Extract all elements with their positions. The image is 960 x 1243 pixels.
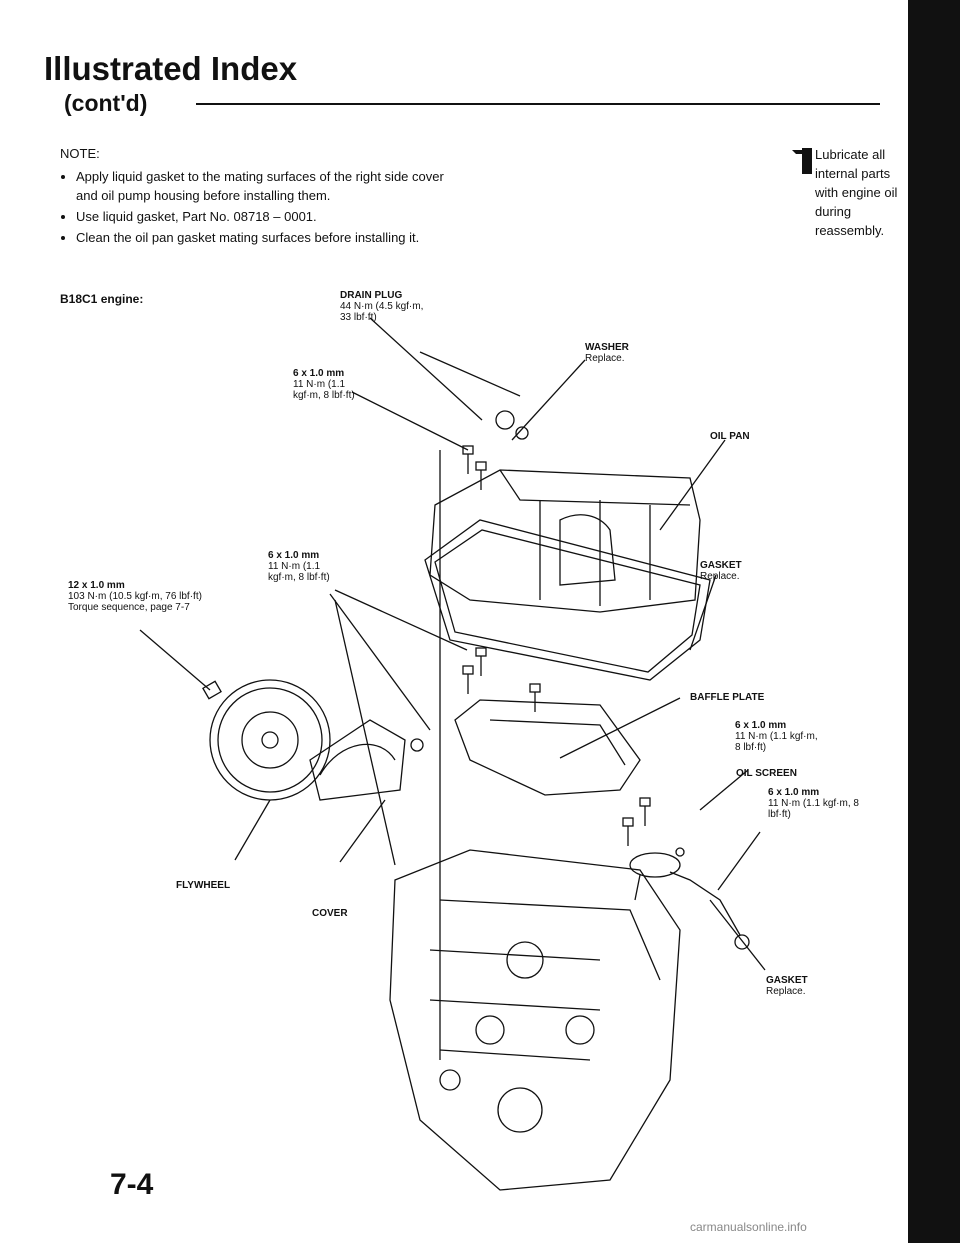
header-rule [196, 103, 880, 105]
page-subtitle: (cont'd) [64, 90, 148, 116]
note-list: Apply liquid gasket to the mating surfac… [60, 167, 460, 247]
page-number: 7-4 [110, 1168, 154, 1201]
label-oil-pan: OIL PAN [710, 431, 750, 442]
label-gasket-screen: GASKET Replace. [766, 975, 808, 997]
label-washer: WASHER Replace. [585, 342, 629, 364]
label-flywheel-bolt: 12 x 1.0 mm 103 N·m (10.5 kgf·m, 76 lbf·… [68, 580, 202, 613]
label-baffle-plate: BAFFLE PLATE [690, 692, 765, 703]
page-title: Illustrated Index [44, 50, 298, 87]
label-drain-plug: DRAIN PLUG 44 N·m (4.5 kgf·m, 33 lbf·ft) [340, 290, 424, 323]
label-bolt-pan-mid: 6 x 1.0 mm 11 N·m (1.1 kgf·m, 8 lbf·ft) [268, 550, 330, 583]
exploded-diagram [139, 317, 766, 1191]
label-bolt-baffle: 6 x 1.0 mm 11 N·m (1.1 kgf·m, 8 lbf·ft) [735, 720, 818, 753]
label-oil-screen: OIL SCREEN [736, 768, 797, 779]
note-item: Clean the oil pan gasket mating surfaces… [76, 228, 460, 247]
watermark: carmanualsonline.info [690, 1220, 807, 1234]
label-flywheel: FLYWHEEL [176, 880, 231, 891]
engine-label: B18C1 engine: [60, 292, 144, 306]
note-block: NOTE: Apply liquid gasket to the mating … [60, 144, 460, 249]
note-item: Use liquid gasket, Part No. 08718 – 0001… [76, 207, 460, 226]
note-heading: NOTE: [60, 146, 100, 161]
label-cover: COVER [312, 908, 348, 919]
label-bolt-screen: 6 x 1.0 mm 11 N·m (1.1 kgf·m, 8 lbf·ft) [768, 787, 859, 820]
page-edge-bar [908, 0, 960, 1243]
oil-can-icon [792, 148, 812, 174]
note-item: Apply liquid gasket to the mating surfac… [76, 167, 460, 205]
lubricate-note: Lubricate all internal parts with engine… [815, 147, 898, 238]
label-bolt-pan-top: 6 x 1.0 mm 11 N·m (1.1 kgf·m, 8 lbf·ft) [293, 368, 355, 401]
label-gasket-pan: GASKET Replace. [700, 560, 742, 582]
